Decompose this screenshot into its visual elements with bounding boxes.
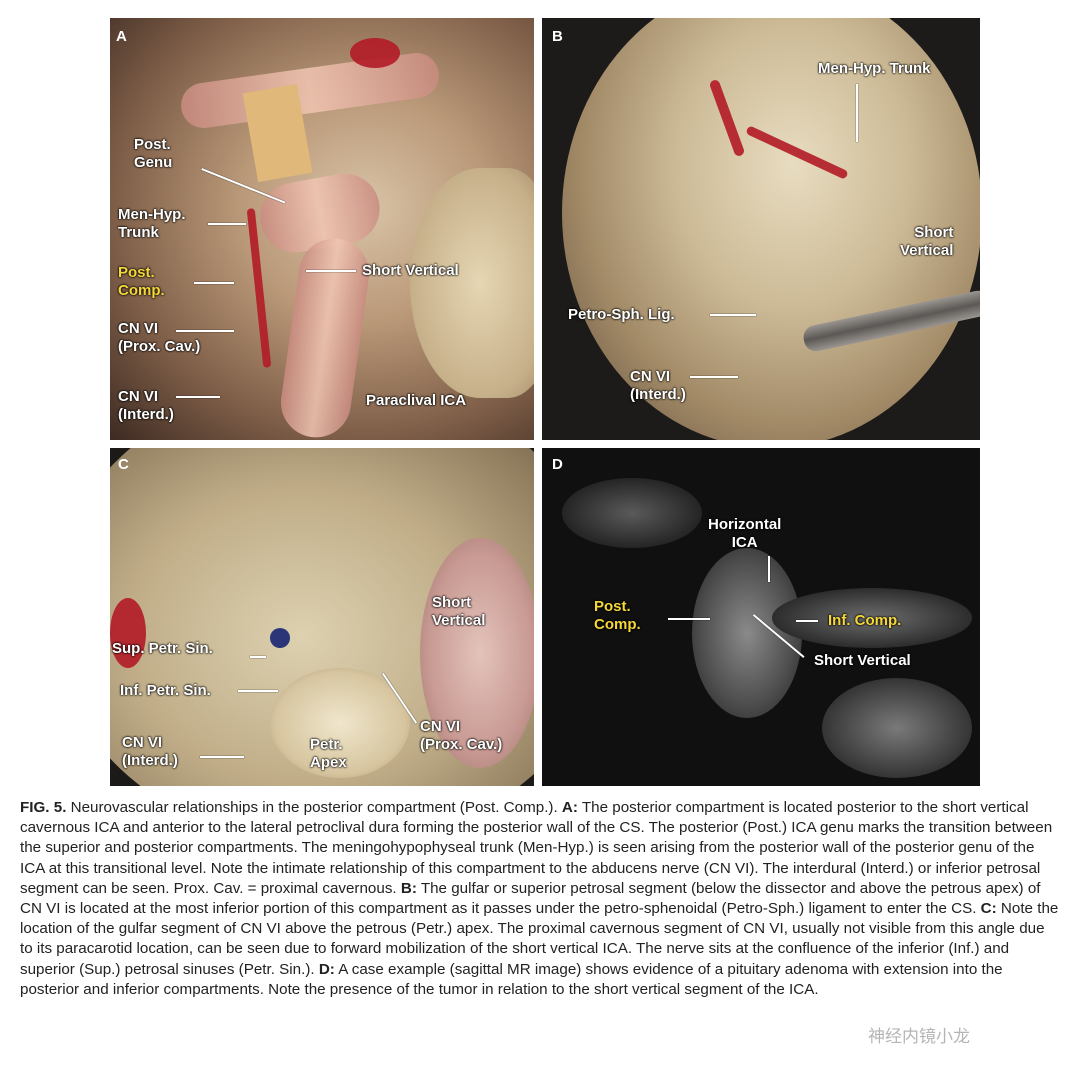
leader-men-hyp-a — [208, 223, 246, 225]
caption-d-text: A case example (sagittal MR image) shows… — [20, 960, 1003, 998]
blue-sinus-shape — [270, 628, 290, 648]
caption-b-text: The gulfar or superior petrosal segment … — [20, 879, 1041, 918]
mri-structure-shape-1 — [772, 588, 972, 648]
caption-intro: Neurovascular relationships in the poste… — [66, 799, 562, 816]
label-inf-petr-sin: Inf. Petr. Sin. — [120, 682, 211, 699]
leader-cn6-prox-cav-a — [176, 330, 234, 332]
leader-horizontal-ica — [768, 556, 770, 582]
red-vessel-top — [350, 38, 400, 68]
leader-post-comp-a — [194, 282, 234, 284]
panel-letter-d: D — [552, 456, 563, 473]
label-paraclival-ica: Paraclival ICA — [366, 392, 467, 409]
endoscope-view-b — [562, 18, 980, 440]
label-inf-comp: Inf. Comp. — [828, 612, 902, 629]
caption-c-key: C: — [980, 900, 997, 918]
figure-panel-a: A Post. Genu Men-Hyp. Trunk Post. Comp. … — [110, 18, 534, 440]
label-men-hyp-trunk-a: Men-Hyp. Trunk — [118, 206, 186, 241]
leader-cn6-interd-a — [176, 396, 220, 398]
watermark-text: 神经内镜小龙 — [868, 1027, 970, 1047]
figure-panel-d: D Horizontal ICA Post. Comp. Inf. Comp. … — [542, 448, 980, 786]
leader-cn6-interd-b — [690, 376, 738, 378]
label-cn6-interd-a: CN VI (Interd.) — [118, 388, 174, 423]
mri-structure-shape-3 — [822, 678, 972, 778]
caption-b-key: B: — [400, 879, 417, 897]
red-vessel-c1 — [110, 598, 146, 668]
label-petr-apex: Petr. Apex — [310, 736, 347, 771]
ica-vertical-shape — [276, 234, 374, 440]
label-short-vertical-b: Short Vertical — [900, 224, 954, 259]
panel-letter-b: B — [552, 28, 563, 45]
caption-c-text: Note the location of the gulfar segment … — [20, 900, 1059, 978]
label-cn6-interd-b: CN VI (Interd.) — [630, 368, 686, 403]
label-post-genu: Post. Genu — [134, 136, 173, 171]
label-post-comp-d: Post. Comp. — [594, 598, 641, 633]
leader-petro-sph-lig — [710, 314, 756, 316]
petrous-apex-shape — [270, 668, 410, 778]
label-petro-sph-lig: Petro-Sph. Lig. — [568, 306, 675, 323]
figure-panel-c: C Short Vertical Sup. Petr. Sin. Inf. Pe… — [110, 448, 534, 786]
leader-post-comp-d — [668, 618, 710, 620]
caption-a-text: The posterior compartment is located pos… — [20, 799, 1053, 897]
leader-inf-petr-sin — [238, 690, 278, 692]
label-short-vertical-c: Short Vertical — [432, 594, 486, 629]
label-horizontal-ica: Horizontal ICA — [708, 516, 782, 551]
caption-a-key: A: — [561, 799, 578, 816]
panel-letter-a: A — [116, 28, 127, 45]
mri-tumor-shape — [692, 548, 802, 718]
label-post-comp-a: Post. Comp. — [118, 264, 165, 299]
mri-structure-shape-2 — [562, 478, 702, 548]
leader-inf-comp — [796, 620, 818, 622]
figure-caption: FIG. 5. Neurovascular relationships in t… — [20, 798, 1060, 1000]
panel-letter-c: C — [118, 456, 129, 473]
leader-cn6-interd-c — [200, 756, 244, 758]
label-cn6-prox-cav-c: CN VI (Prox. Cav.) — [420, 718, 503, 753]
caption-fig-number: FIG. 5. — [20, 799, 67, 816]
upper-vessel-shape — [178, 50, 442, 131]
short-vertical-shape — [420, 538, 534, 768]
leader-sup-petr-sin — [250, 656, 266, 658]
label-short-vertical-a: Short Vertical — [362, 262, 459, 279]
dura-shape — [410, 168, 534, 398]
label-short-vertical-d: Short Vertical — [814, 652, 911, 669]
caption-d-key: D: — [318, 960, 335, 978]
label-cn6-interd-c: CN VI (Interd.) — [122, 734, 178, 769]
figure-panel-b: B Men-Hyp. Trunk Short Vertical Petro-Sp… — [542, 18, 980, 440]
leader-short-vertical-a — [306, 270, 356, 272]
leader-men-hyp-b — [856, 84, 858, 142]
label-men-hyp-trunk-b: Men-Hyp. Trunk — [818, 60, 931, 77]
label-sup-petr-sin: Sup. Petr. Sin. — [112, 640, 213, 657]
label-cn6-prox-cav-a: CN VI (Prox. Cav.) — [118, 320, 201, 355]
